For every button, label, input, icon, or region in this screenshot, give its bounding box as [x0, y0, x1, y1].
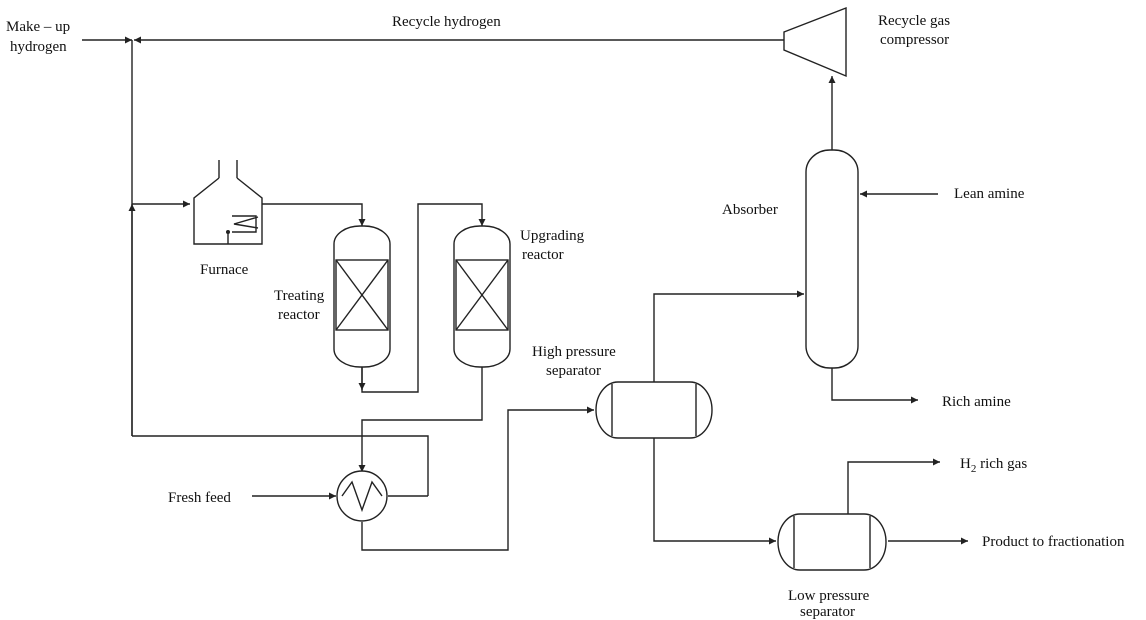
compressor-label-1: Recycle gas [878, 13, 950, 29]
hps-label-2: separator [546, 363, 601, 379]
absorber-column [805, 149, 859, 369]
rich-amine-label: Rich amine [942, 394, 1011, 410]
treating-reactor-label-1: Treating [274, 288, 325, 304]
treating-reactor-label-2: reactor [278, 307, 320, 323]
product-label: Product to fractionation [982, 534, 1125, 550]
upgrading-reactor-label-1: Upgrading [520, 228, 585, 244]
furnace [193, 160, 263, 245]
furnace-label: Furnace [200, 262, 249, 278]
compressor-shape [783, 6, 847, 78]
makeup-hydrogen-label-2: hydrogen [10, 39, 67, 55]
recycle-loop-line [132, 435, 429, 496]
heat-exchanger [336, 470, 388, 522]
hps-to-lps-line [653, 438, 776, 545]
hps-to-absorber-line [653, 290, 804, 382]
lean-amine-label: Lean amine [954, 186, 1025, 202]
h2-rich-gas-line [847, 458, 940, 514]
upgrading-reactor [453, 225, 511, 368]
recycle-hydrogen-label: Recycle hydrogen [392, 14, 501, 30]
low-pressure-separator [777, 513, 887, 571]
fresh-feed-label: Fresh feed [168, 490, 231, 506]
hps-label-1: High pressure [532, 344, 616, 360]
absorber-label: Absorber [722, 202, 778, 218]
upgrading-to-exchanger-line [358, 367, 483, 472]
treating-reactor [333, 225, 391, 368]
rich-amine-line [831, 368, 918, 404]
makeup-hydrogen-label-1: Make – up [6, 19, 70, 35]
furnace-to-treating-line [262, 203, 366, 226]
exchanger-to-hps-line [361, 406, 594, 551]
h2-rich-gas-label: H2 rich gas [960, 456, 1027, 475]
compressor-label-2: compressor [880, 32, 949, 48]
upgrading-reactor-label-2: reactor [522, 247, 564, 263]
high-pressure-separator [595, 381, 713, 439]
lps-label-1: Low pressure [788, 588, 870, 604]
lps-label-2: separator [800, 604, 855, 620]
